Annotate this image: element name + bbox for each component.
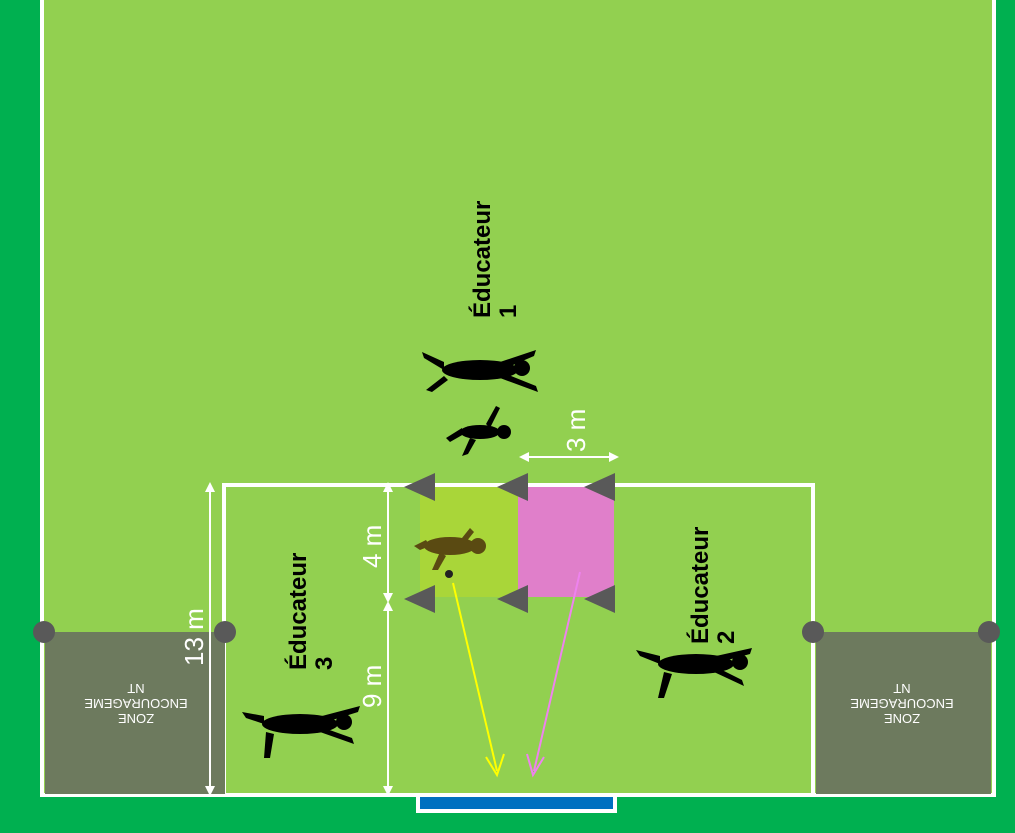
dim-label-4m: 4 m — [357, 524, 387, 568]
post-marker — [33, 621, 55, 643]
coach-3-name: Éducateur — [285, 552, 312, 670]
player-shooter-silhouette — [414, 528, 486, 570]
cone — [497, 585, 528, 613]
shot-arrow-pink — [533, 571, 581, 772]
zone-left-line1: ZONE — [117, 711, 155, 726]
zone-left-line3: NT — [127, 681, 145, 696]
goal — [416, 793, 617, 813]
dim-label-9m: 9 m — [357, 664, 387, 708]
dim-label-13m: 13 m — [179, 608, 209, 666]
coach-2-name: Éducateur — [687, 526, 714, 644]
coach-3-label: Éducateur 3 — [285, 552, 338, 670]
coach-2-number: 2 — [713, 630, 740, 644]
zone-right-line2: ENCOURAGEME — [850, 696, 954, 711]
encouragement-zone-right-label: ZONE ENCOURAGEME NT — [822, 681, 982, 726]
coach-1-silhouette — [422, 350, 538, 392]
encouragement-zone-left-label: ZONE ENCOURAGEME NT — [56, 681, 216, 726]
encouragement-zone-left — [45, 632, 225, 794]
cone — [584, 585, 615, 613]
shot-arrow-pink-head — [526, 753, 545, 778]
post-marker — [802, 621, 824, 643]
player-attacker-silhouette — [446, 406, 511, 456]
coach-3-number: 3 — [311, 656, 338, 670]
cone — [584, 473, 615, 501]
shot-arrow-yellow-head — [485, 753, 505, 778]
coach-2-silhouette — [636, 648, 752, 698]
coach-2-label: Éducateur 2 — [687, 526, 740, 644]
coach-3-silhouette — [242, 706, 360, 758]
ball — [445, 570, 453, 578]
coach-1-name: Éducateur — [469, 200, 496, 318]
zone-pink — [518, 487, 614, 597]
encouragement-zone-right — [816, 632, 991, 794]
post-marker — [214, 621, 236, 643]
shot-arrow-yellow — [452, 582, 498, 772]
zone-left-line2: ENCOURAGEME — [84, 696, 188, 711]
zone-right-line3: NT — [893, 681, 911, 696]
cone — [404, 473, 435, 501]
cone — [404, 585, 435, 613]
post-marker — [978, 621, 1000, 643]
zone-right-line1: ZONE — [883, 711, 921, 726]
dim-label-3m: 3 m — [561, 408, 591, 452]
coach-1-label: Éducateur 1 — [469, 200, 522, 318]
cone — [497, 473, 528, 501]
coach-1-number: 1 — [495, 304, 522, 318]
